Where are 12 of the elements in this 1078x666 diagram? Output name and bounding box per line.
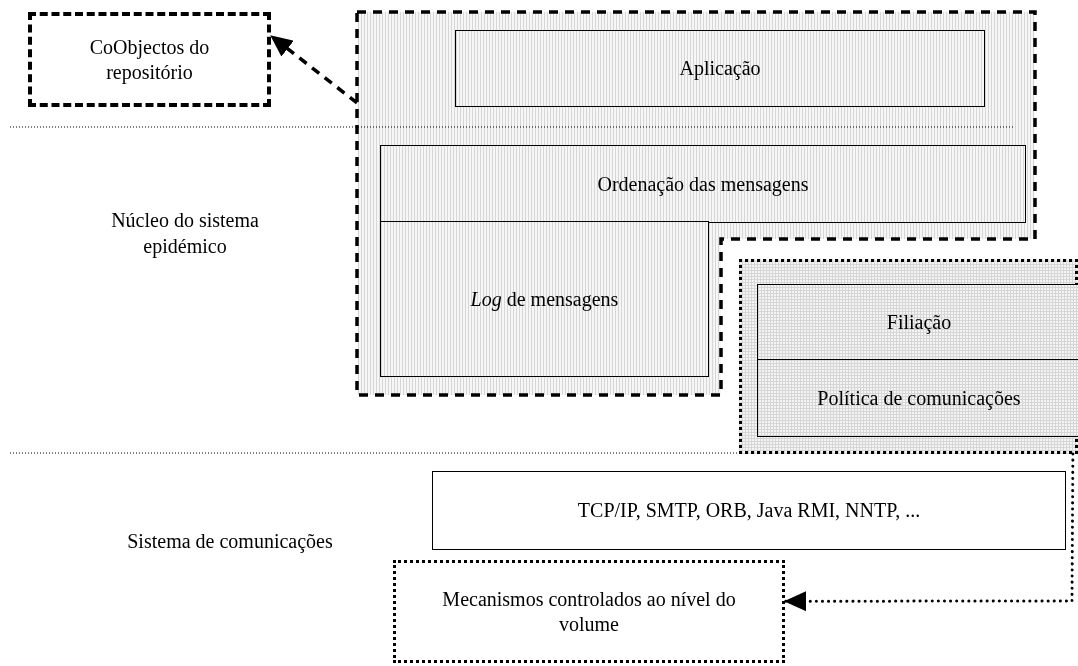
layer-box: Aplicação	[455, 30, 985, 107]
layer-region	[739, 259, 1078, 454]
arrow	[783, 452, 1075, 612]
repository-box: CoObjectos do repositório	[28, 12, 271, 107]
layer-box: TCP/IP, SMTP, ORB, Java RMI, NNTP, ...	[432, 471, 1066, 550]
layer-box: Log de mensagens	[380, 221, 709, 377]
mechanism-box: Mecanismos controlados ao nível do volume	[393, 560, 785, 663]
layer-box: Filiação	[757, 284, 1078, 361]
layer-label: Núcleo do sistema epidémico	[110, 208, 260, 259]
layer-label: Sistema de comunicações	[126, 529, 334, 554]
layer-box: Política de comunicações	[757, 359, 1078, 437]
layer-box: Ordenação das mensagens	[380, 145, 1026, 223]
